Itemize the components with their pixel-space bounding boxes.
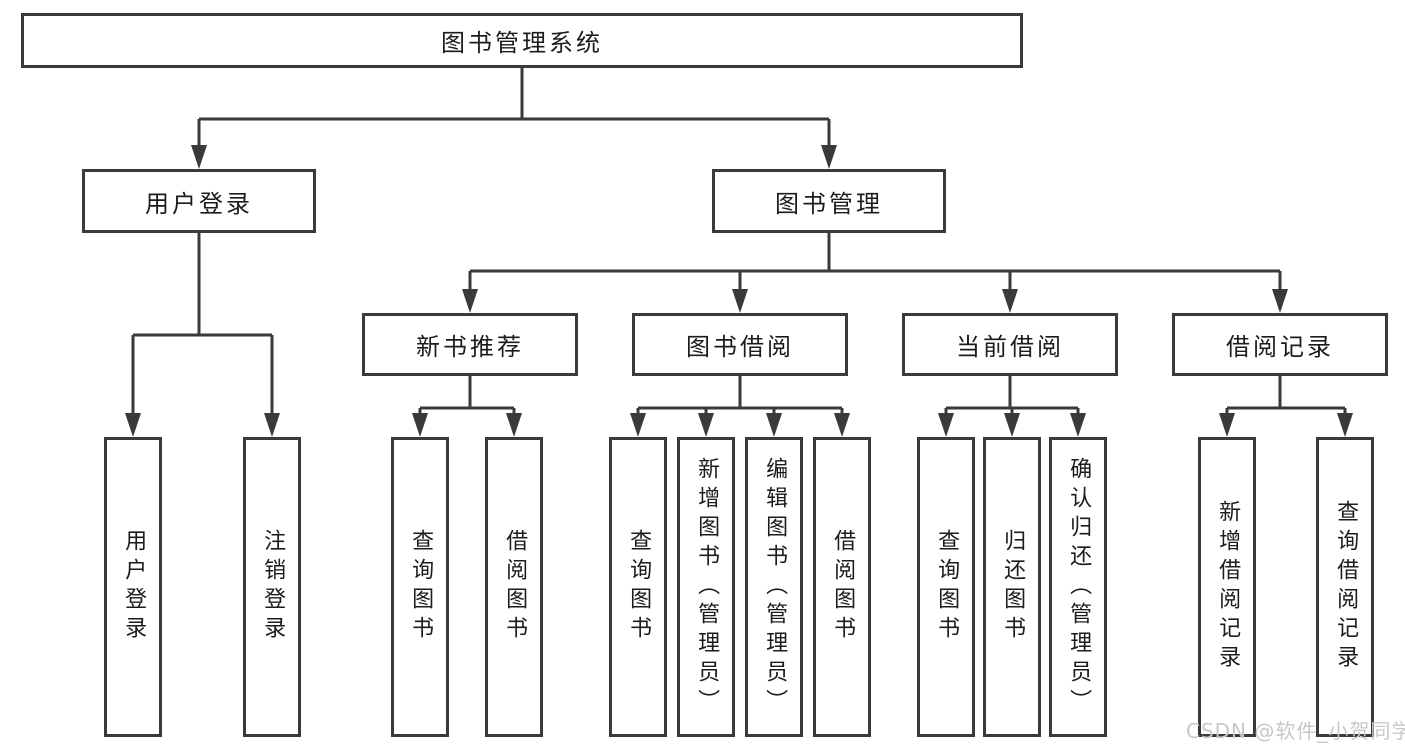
node-book-management: 图书管理 xyxy=(712,169,946,233)
leaf-label: 查询图书 xyxy=(626,529,652,645)
node-user-login: 用户登录 xyxy=(82,169,316,233)
connector-current-borrowing-children xyxy=(938,376,1086,437)
arrowhead xyxy=(506,413,522,437)
connector-borrowing-records-children xyxy=(1219,376,1353,437)
leaf-label: 借阅图书 xyxy=(502,529,528,645)
arrowhead xyxy=(821,145,837,169)
arrowhead xyxy=(1004,413,1020,437)
leaf-label: 借阅图书 xyxy=(830,529,856,645)
arrowhead xyxy=(630,413,646,437)
leaf-logout: 注销登录 xyxy=(243,437,301,737)
arrowhead xyxy=(1002,289,1018,313)
leaf-borrow-books-borrowing: 借阅图书 xyxy=(813,437,871,737)
connector-book-borrowing-children xyxy=(630,376,850,437)
arrowhead xyxy=(264,413,280,437)
arrowhead xyxy=(1272,289,1288,313)
leaf-label: 用户登录 xyxy=(121,529,147,645)
leaf-return-book: 归还图书 xyxy=(983,437,1041,737)
arrowhead xyxy=(834,413,850,437)
arrowhead xyxy=(125,413,141,437)
arrowhead xyxy=(698,413,714,437)
node-borrowing-records: 借阅记录 xyxy=(1172,313,1388,376)
arrowhead xyxy=(1337,413,1353,437)
leaf-add-borrow-record: 新增借阅记录 xyxy=(1198,437,1256,737)
leaf-label: 新增借阅记录 xyxy=(1215,500,1241,674)
leaf-label: 查询借阅记录 xyxy=(1333,500,1359,674)
leaf-label: 查询图书 xyxy=(934,529,960,645)
leaf-user-login: 用户登录 xyxy=(104,437,162,737)
node-root: 图书管理系统 xyxy=(21,13,1023,68)
leaf-label: 注销登录 xyxy=(260,529,286,645)
leaf-query-borrow-record: 查询借阅记录 xyxy=(1316,437,1374,737)
leaf-query-books-borrowing: 查询图书 xyxy=(609,437,667,737)
arrowhead xyxy=(191,145,207,169)
leaf-edit-book-admin: 编辑图书（管理员） xyxy=(745,437,803,737)
arrowhead xyxy=(766,413,782,437)
connector-book-management-children xyxy=(462,233,1288,313)
leaf-label: 查询图书 xyxy=(408,529,434,645)
connector-root-to-level2 xyxy=(191,68,837,169)
leaf-query-books-current: 查询图书 xyxy=(917,437,975,737)
leaf-label: 新增图书（管理员） xyxy=(694,456,720,718)
arrowhead xyxy=(462,289,478,313)
leaf-borrow-books-recommend: 借阅图书 xyxy=(485,437,543,737)
leaf-confirm-return-admin: 确认归还（管理员） xyxy=(1049,437,1107,737)
leaf-add-book-admin: 新增图书（管理员） xyxy=(677,437,735,737)
leaf-label: 编辑图书（管理员） xyxy=(762,456,788,718)
leaf-label: 确认归还（管理员） xyxy=(1066,456,1092,718)
arrowhead xyxy=(412,413,428,437)
leaf-label: 归还图书 xyxy=(1000,529,1026,645)
node-current-borrowing: 当前借阅 xyxy=(902,313,1118,376)
csdn-watermark: CSDN @软件_小贺同学 xyxy=(1186,719,1405,743)
connector-new-book-recommend-children xyxy=(412,376,522,437)
node-new-book-recommend: 新书推荐 xyxy=(362,313,578,376)
arrowhead xyxy=(1219,413,1235,437)
arrowhead xyxy=(1070,413,1086,437)
arrowhead xyxy=(938,413,954,437)
leaf-query-books-recommend: 查询图书 xyxy=(391,437,449,737)
connector-user-login-children xyxy=(125,233,280,437)
node-book-borrowing: 图书借阅 xyxy=(632,313,848,376)
arrowhead xyxy=(732,289,748,313)
